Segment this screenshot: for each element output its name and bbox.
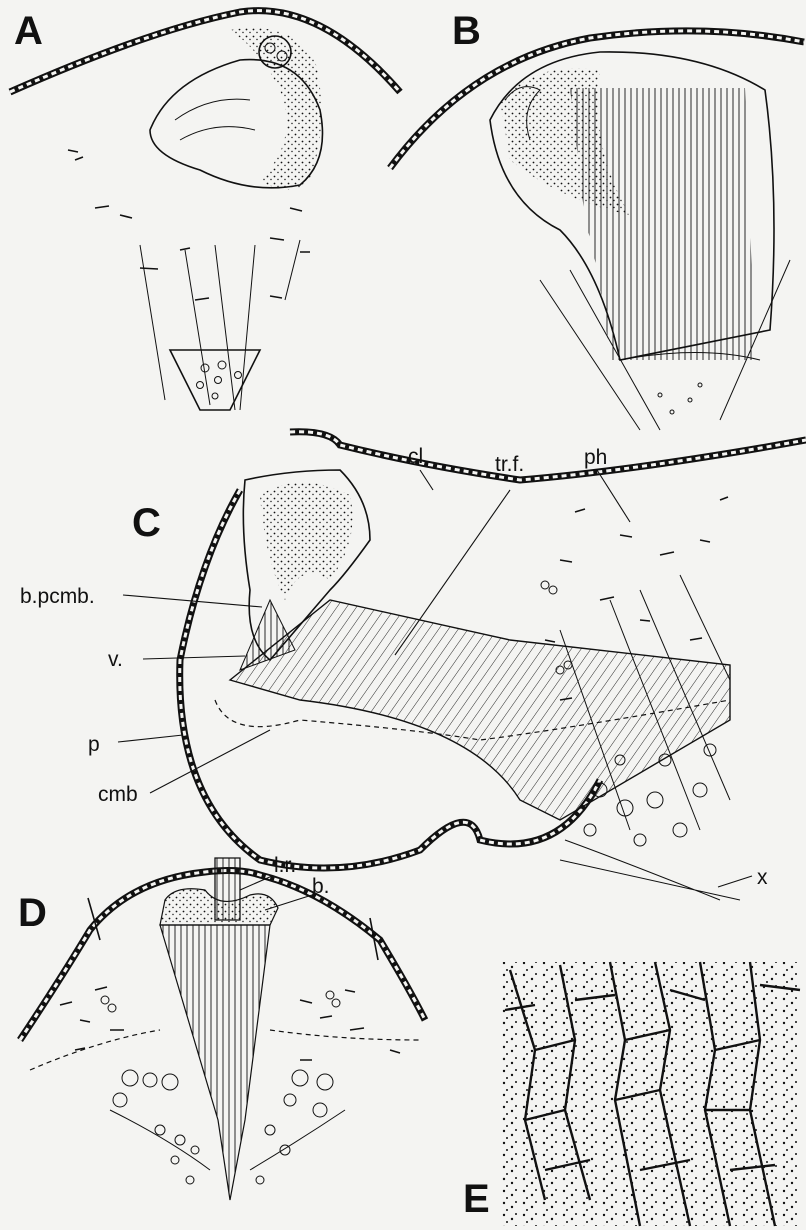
- label-x: x: [757, 866, 768, 889]
- panel-label-a: A: [14, 9, 43, 53]
- panel-label-c: C: [132, 501, 161, 545]
- leader-x: [718, 876, 752, 887]
- label-trf: tr.f.: [495, 453, 524, 476]
- leader-cl: [420, 470, 433, 490]
- panel-c: C cl. tr.: [20, 432, 806, 900]
- leader-p: [118, 735, 183, 742]
- epidermis-c: [290, 432, 806, 480]
- label-bpcmb: b.pcmb.: [20, 585, 95, 608]
- panel-a: A: [10, 9, 400, 410]
- label-ph: ph: [584, 446, 607, 469]
- leader-cmb: [150, 730, 270, 793]
- leader-lr: [240, 876, 272, 890]
- label-cl: cl.: [408, 445, 429, 468]
- panel-e: E: [463, 962, 802, 1226]
- vascular-trace-d: [160, 925, 270, 1200]
- label-cmb: cmb: [98, 783, 138, 806]
- panel-b: B: [390, 9, 804, 430]
- panel-label-b: B: [452, 9, 481, 53]
- leader-ph: [597, 470, 630, 522]
- cell-tissue-e: [502, 962, 802, 1226]
- label-v: v.: [108, 648, 123, 671]
- label-p: p: [88, 733, 100, 756]
- panel-d: D l.r. b.: [18, 854, 425, 1200]
- vascular-strands-a: [140, 240, 300, 410]
- label-lr: l.r.: [274, 854, 296, 877]
- panel-label-d: D: [18, 891, 47, 935]
- label-b: b.: [312, 875, 330, 898]
- stippled-tissue-c: [260, 483, 353, 601]
- leader-v: [143, 656, 245, 659]
- stippled-tissue-a: [230, 28, 321, 190]
- panel-label-e: E: [463, 1177, 490, 1221]
- trace-fibers-c: [230, 600, 730, 820]
- epidermis-a: [10, 11, 400, 92]
